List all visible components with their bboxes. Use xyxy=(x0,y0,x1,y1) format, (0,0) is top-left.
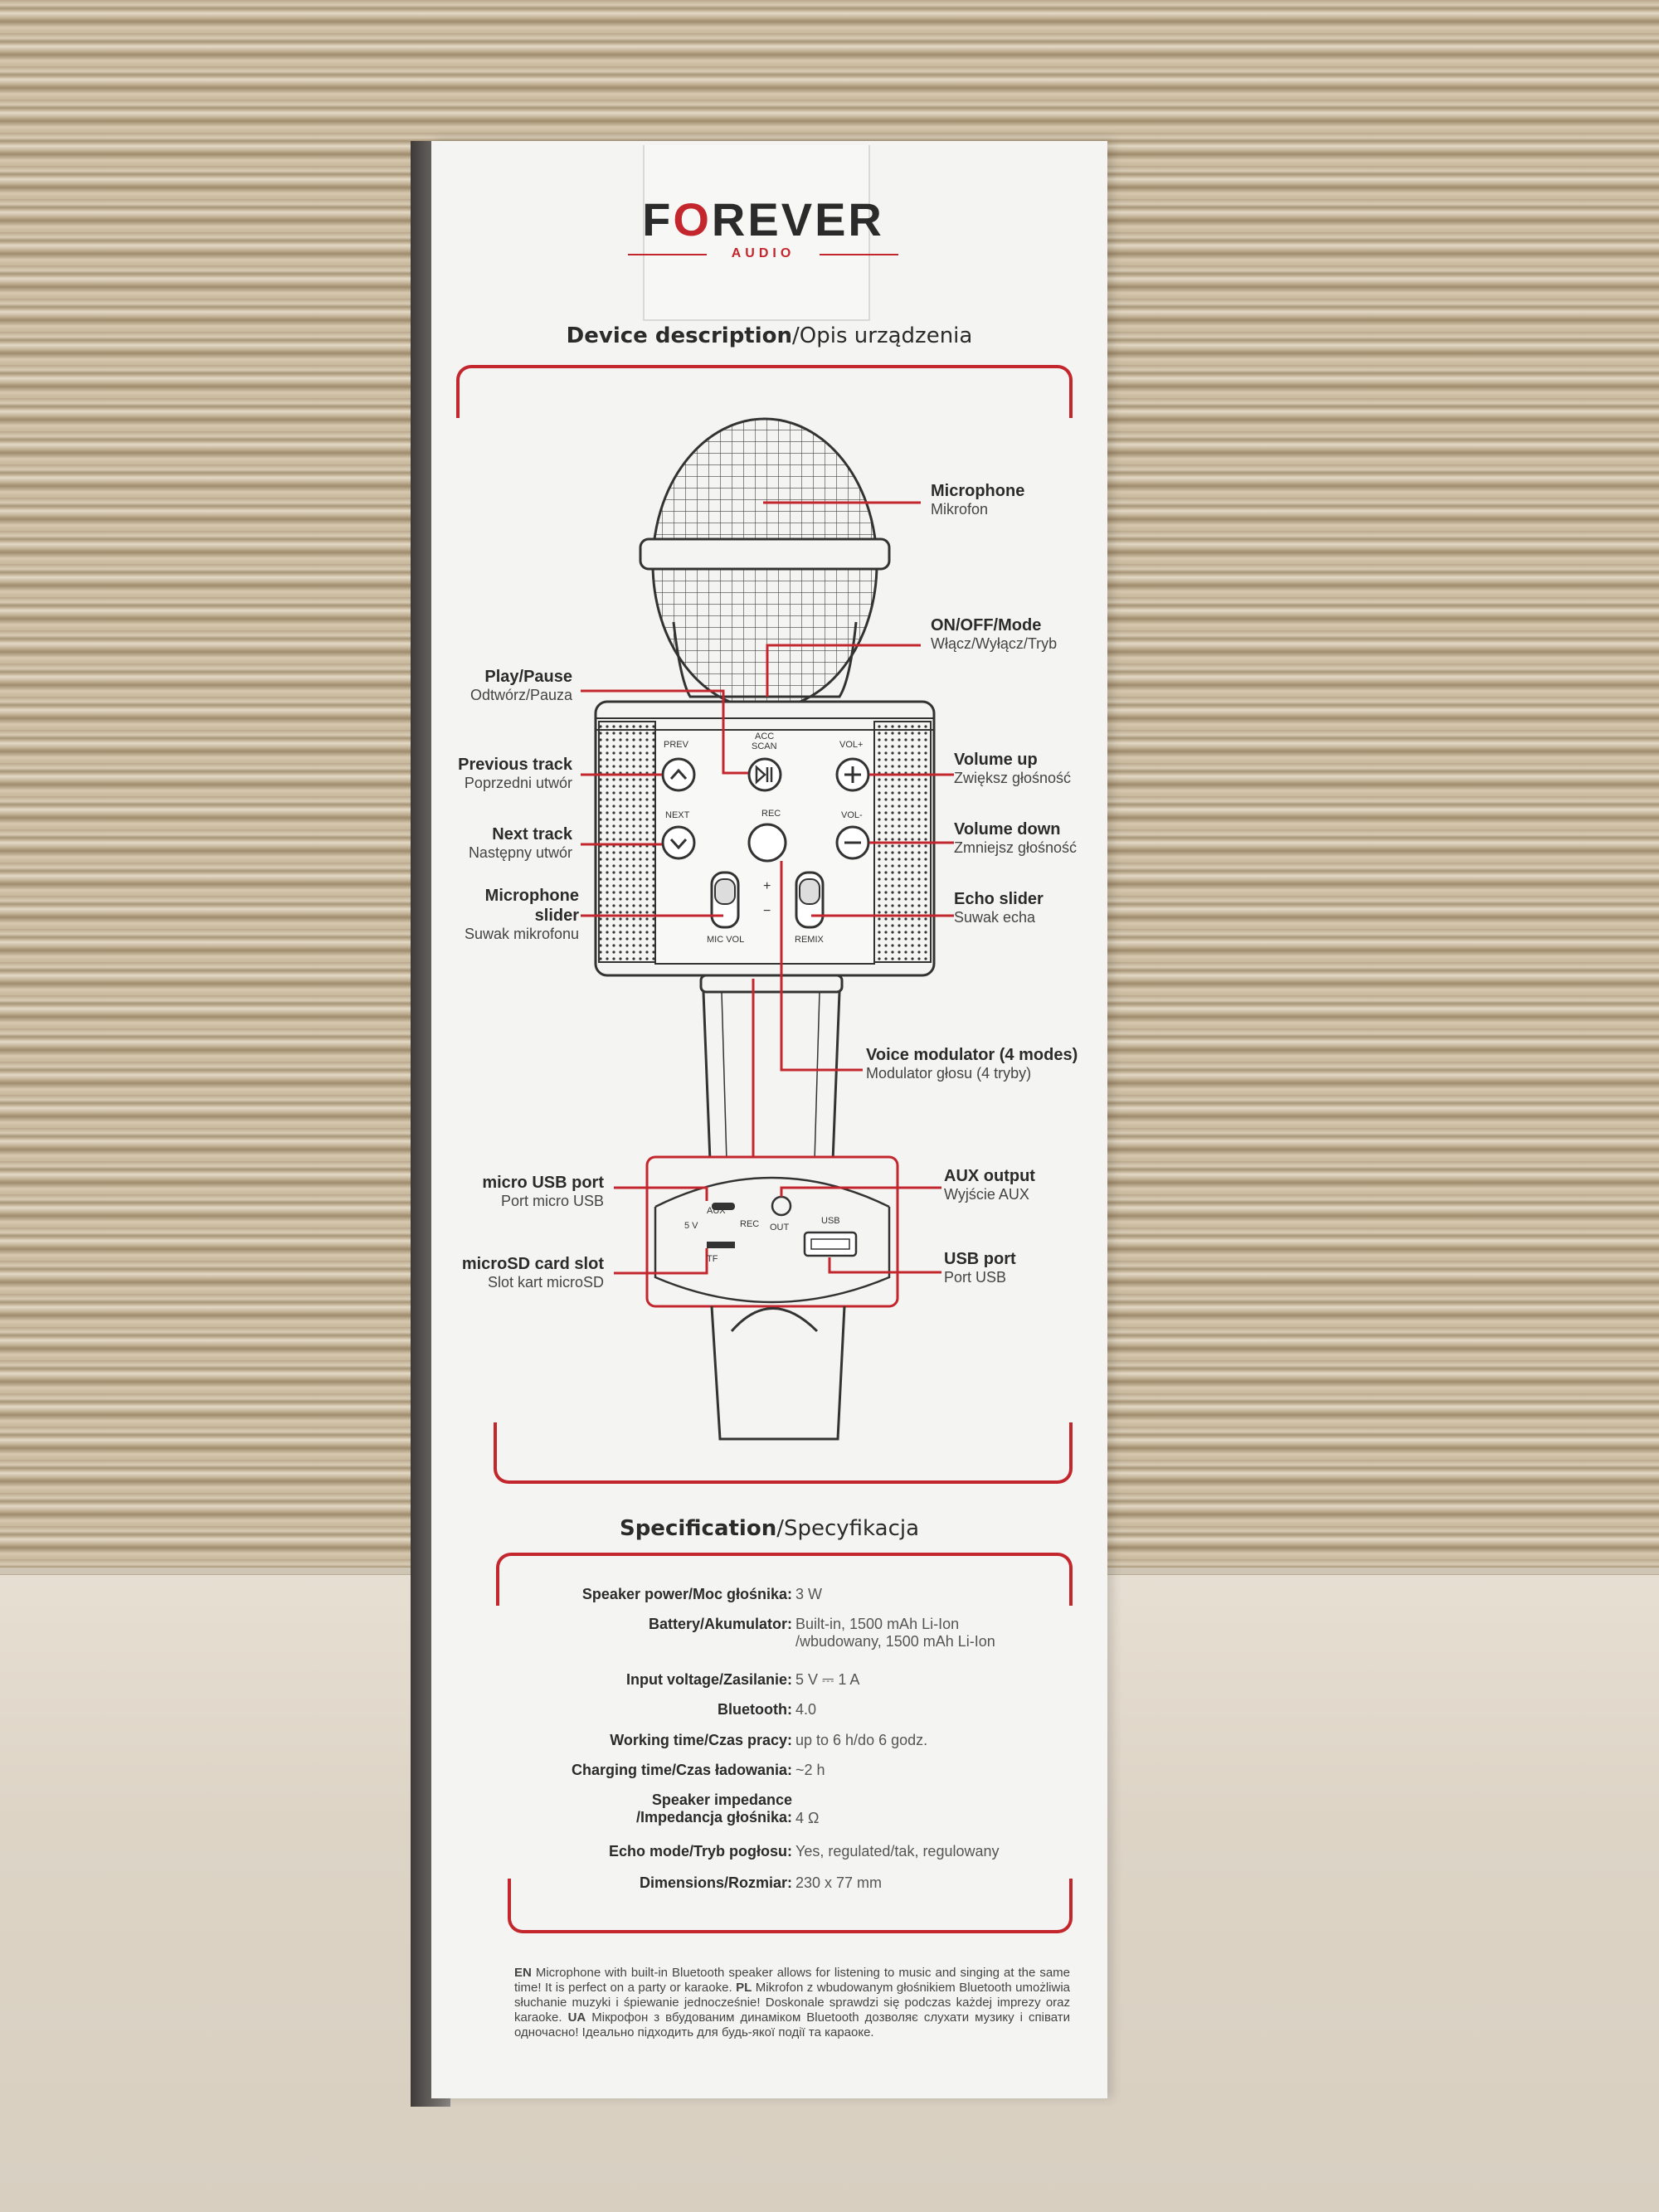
label-micvol: MIC VOL xyxy=(707,935,745,945)
label-minus: − xyxy=(763,904,771,918)
spec-frame-top xyxy=(496,1553,1073,1606)
callout-voice: Voice modulator (4 modes)Modulator głosu… xyxy=(866,1046,1078,1082)
spec-row-battery: Battery/Akumulator:Built-in, 1500 mAh Li… xyxy=(648,1616,995,1650)
spec-row-dimensions: Dimensions/Rozmiar:230 x 77 mm xyxy=(639,1874,883,1891)
brand-logo: FOREVER AUDIO xyxy=(626,195,900,261)
label-5v: 5 V xyxy=(684,1221,698,1231)
next-button-shape xyxy=(661,825,696,860)
spec-row-speaker-power: Speaker power/Moc głośnika:3 W xyxy=(581,1586,823,1602)
label-remix: REMIX xyxy=(795,935,824,945)
label-volplus: VOL+ xyxy=(839,740,864,750)
label-acc: ACC xyxy=(755,732,775,741)
label-tf: TF xyxy=(707,1254,718,1264)
specification-title: Specification/Specyfikacja xyxy=(619,1516,920,1541)
mic-base xyxy=(710,1305,846,1441)
diagram-frame-top xyxy=(456,365,1073,418)
diagram-frame-bottom xyxy=(494,1422,1073,1484)
label-out: OUT xyxy=(770,1223,790,1232)
spec-row-input-voltage: Input voltage/Zasilanie:5 V ⎓ 1 A xyxy=(625,1671,860,1688)
spec-row-charging-time: Charging time/Czas ładowania:~2 h xyxy=(571,1762,825,1778)
spec-row-echo-mode: Echo mode/Tryb pogłosu:Yes, regulated/ta… xyxy=(608,1843,1000,1860)
label-plus: + xyxy=(763,879,771,893)
mic-ring xyxy=(639,537,891,571)
spec-row-bluetooth: Bluetooth:4.0 xyxy=(718,1701,817,1718)
label-aux: AUX xyxy=(707,1206,726,1216)
label-prev: PREV xyxy=(664,740,688,750)
label-usb: USB xyxy=(821,1216,840,1226)
label-volminus: VOL- xyxy=(841,810,863,820)
prev-button-shape xyxy=(661,757,696,792)
label-scan: SCAN xyxy=(752,741,777,751)
label-rec: REC xyxy=(761,809,781,819)
brand-name: FOREVER xyxy=(642,193,884,246)
box-tuck-flap xyxy=(643,145,870,321)
label-next: NEXT xyxy=(665,810,690,820)
bottom-zoom-frame xyxy=(645,1155,899,1308)
spec-row-working-time: Working time/Czas pracy:up to 6 h/do 6 g… xyxy=(610,1732,928,1748)
voice-button-shape xyxy=(747,823,787,863)
label-rec2: REC xyxy=(740,1219,760,1229)
device-description-title: Device description/Opis urządzenia xyxy=(566,323,973,348)
speaker-grille-left xyxy=(598,721,656,963)
spec-row-impedance: Speaker impedance/Impedancja głośnika:4 … xyxy=(635,1791,820,1826)
product-description: EN Microphone with built-in Bluetooth sp… xyxy=(514,1966,1071,2039)
brand-sub: AUDIO xyxy=(626,246,900,261)
spec-frame-bottom xyxy=(508,1879,1073,1933)
